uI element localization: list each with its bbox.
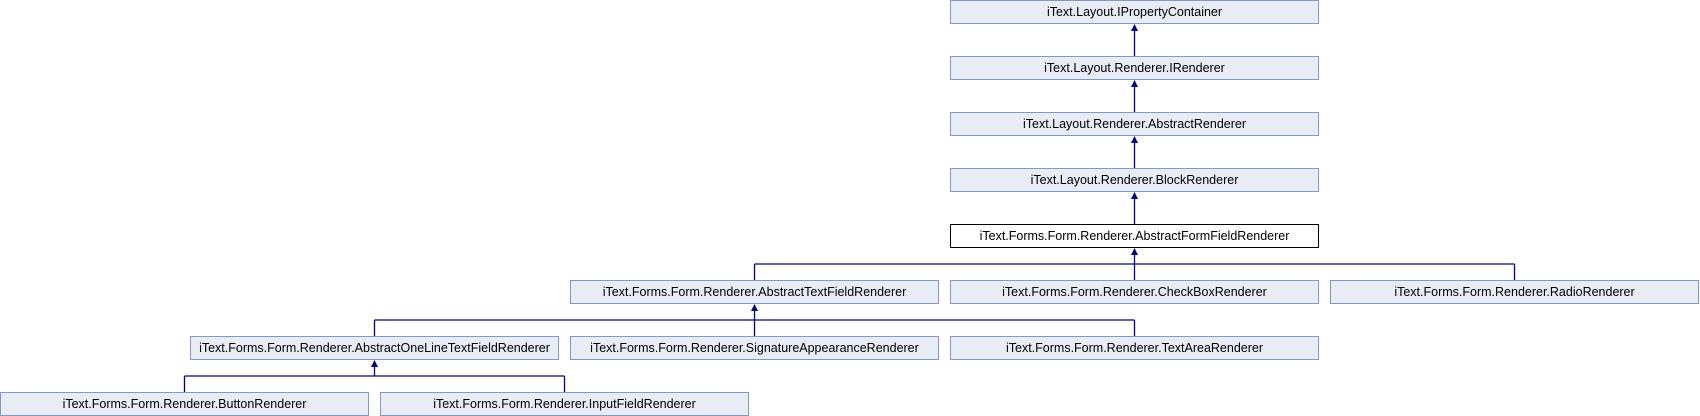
arrow-head-icon bbox=[1131, 248, 1138, 255]
node-radio-renderer[interactable]: iText.Forms.Form.Renderer.RadioRenderer bbox=[1330, 280, 1699, 304]
node-checkbox-renderer[interactable]: iText.Forms.Form.Renderer.CheckBoxRender… bbox=[950, 280, 1319, 304]
node-input-field-renderer[interactable]: iText.Forms.Form.Renderer.InputFieldRend… bbox=[380, 392, 749, 416]
node-text-area-renderer[interactable]: iText.Forms.Form.Renderer.TextAreaRender… bbox=[950, 336, 1319, 360]
arrow-head-icon bbox=[1131, 80, 1138, 87]
node-signature-appearance-renderer[interactable]: iText.Forms.Form.Renderer.SignatureAppea… bbox=[570, 336, 939, 360]
node-irenderer[interactable]: iText.Layout.Renderer.IRenderer bbox=[950, 56, 1319, 80]
node-abstract-renderer[interactable]: iText.Layout.Renderer.AbstractRenderer bbox=[950, 112, 1319, 136]
arrow-head-icon bbox=[1131, 136, 1138, 143]
node-abstract-text-field-renderer[interactable]: iText.Forms.Form.Renderer.AbstractTextFi… bbox=[570, 280, 939, 304]
node-button-renderer[interactable]: iText.Forms.Form.Renderer.ButtonRenderer bbox=[0, 392, 369, 416]
node-iproperty-container[interactable]: iText.Layout.IPropertyContainer bbox=[950, 0, 1319, 24]
arrow-head-icon bbox=[751, 304, 758, 311]
arrow-head-icon bbox=[371, 360, 378, 367]
node-block-renderer[interactable]: iText.Layout.Renderer.BlockRenderer bbox=[950, 168, 1319, 192]
node-abstract-form-field-renderer: iText.Forms.Form.Renderer.AbstractFormFi… bbox=[950, 224, 1319, 248]
arrow-head-icon bbox=[1131, 192, 1138, 199]
node-abstract-one-line-text-field-renderer[interactable]: iText.Forms.Form.Renderer.AbstractOneLin… bbox=[190, 336, 559, 360]
arrow-head-icon bbox=[1131, 24, 1138, 31]
